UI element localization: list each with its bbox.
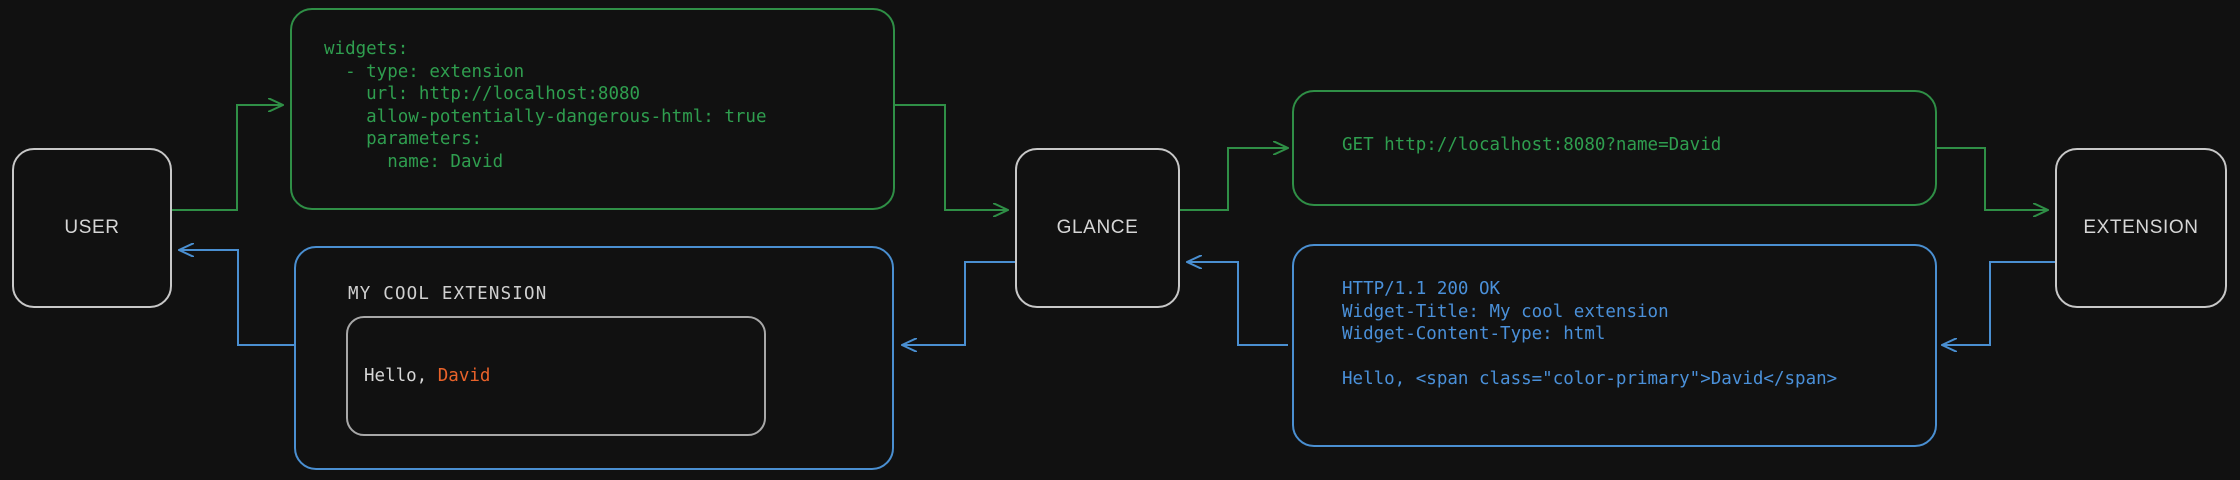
wire-config-to-glance — [895, 104, 1008, 210]
wire-user-to-config — [172, 105, 283, 211]
wire-glance-to-widget — [902, 261, 1015, 345]
rendered-widget-body-accent: David — [437, 366, 491, 386]
node-user-label: USER — [64, 217, 120, 238]
wire-response-to-glance — [1187, 262, 1288, 346]
response-box-code: HTTP/1.1 200 OK Widget-Title: My cool ex… — [1342, 279, 1838, 389]
node-glance[interactable]: GLANCE — [1015, 148, 1180, 308]
request-box-code: GET http://localhost:8080?name=David — [1342, 135, 1722, 155]
rendered-widget-body-prefix: Hello, — [364, 366, 438, 386]
node-user[interactable]: USER — [12, 148, 172, 308]
wire-extension-to-response — [1942, 261, 2055, 345]
wire-widget-to-user — [179, 250, 295, 346]
rendered-widget-title: MY COOL EXTENSION — [348, 284, 548, 304]
node-extension[interactable]: EXTENSION — [2055, 148, 2227, 308]
wire-request-to-extension — [1935, 147, 2048, 210]
response-box[interactable]: HTTP/1.1 200 OK Widget-Title: My cool ex… — [1292, 244, 1937, 447]
rendered-widget-card: Hello, David — [346, 316, 766, 436]
config-box[interactable]: widgets: - type: extension url: http://l… — [290, 8, 895, 210]
rendered-widget-body: Hello, David — [364, 366, 490, 386]
node-glance-label: GLANCE — [1056, 217, 1139, 238]
config-box-code: widgets: - type: extension url: http://l… — [324, 39, 767, 172]
wire-glance-to-request — [1180, 148, 1288, 211]
rendered-widget-box[interactable]: MY COOL EXTENSION Hello, David — [294, 246, 894, 470]
node-extension-label: EXTENSION — [2083, 217, 2199, 238]
request-box[interactable]: GET http://localhost:8080?name=David — [1292, 90, 1937, 206]
